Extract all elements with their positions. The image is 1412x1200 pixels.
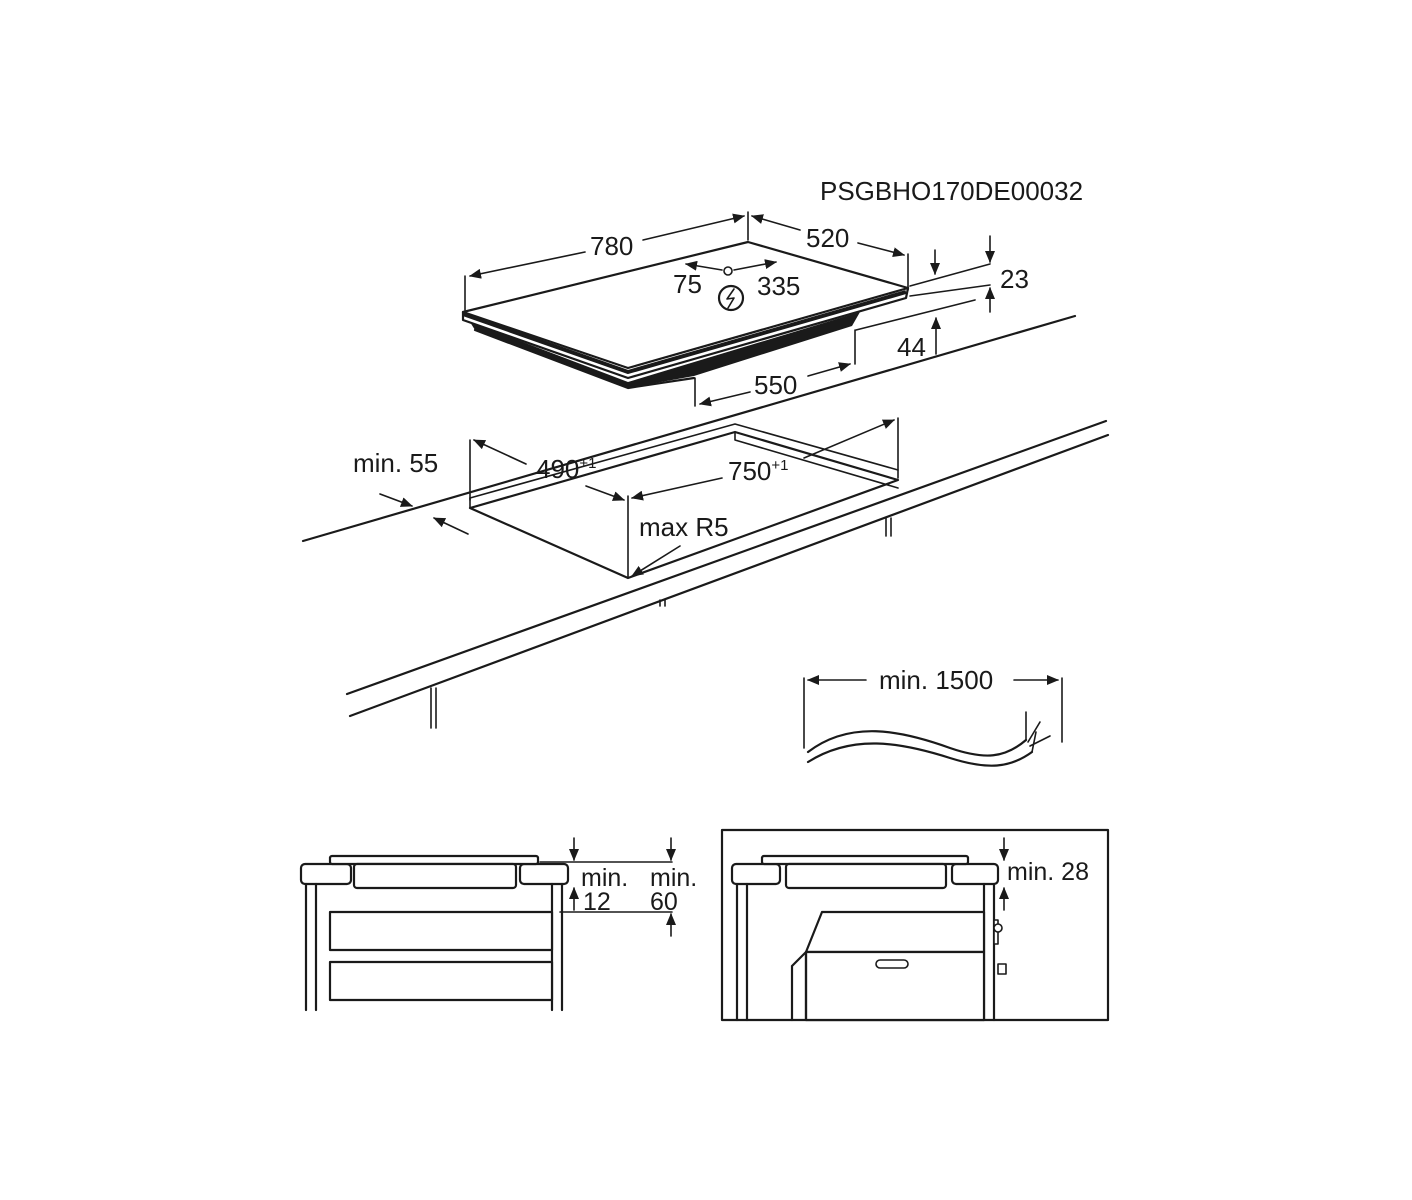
dim-total-height: 44 [855,299,976,362]
dim-cutout-depth: 490+1 [473,439,625,501]
svg-text:min. 55: min. 55 [353,448,438,478]
cable-drawing: min. 1500 [803,665,1063,767]
svg-text:min. 1500: min. 1500 [879,665,993,695]
svg-text:min.: min. [581,864,628,892]
dim-hob-depth: 520 [751,214,909,291]
svg-text:335: 335 [757,271,800,301]
svg-text:44: 44 [897,332,926,362]
svg-text:750+1: 750+1 [728,456,789,486]
hob-drawing [461,240,910,390]
electric-connection-icon [717,284,745,312]
worktop-drawing [301,314,1110,729]
dim-glass-thickness: 23 [909,235,1029,313]
svg-text:min. 28: min. 28 [1007,858,1089,886]
svg-text:max R5: max R5 [639,512,729,542]
svg-text:12: 12 [583,888,611,916]
dim-front-margin: min. 55 [353,448,469,535]
svg-text:520: 520 [806,223,849,253]
svg-text:23: 23 [1000,264,1029,294]
dim-hob-width: 780 [464,211,749,311]
svg-text:550: 550 [754,370,797,400]
svg-text:60: 60 [650,888,678,916]
oven-installation: min. 28 [720,828,1110,1022]
svg-text:490+1: 490+1 [536,454,597,484]
connection-point [723,266,733,276]
svg-text:75: 75 [673,269,702,299]
drawer-installation: min. 12 min. 60 [299,837,697,1012]
product-code: PSGBHO170DE00032 [820,176,1083,206]
dim-cutout-radius: max R5 [631,512,729,577]
dim-bottom-width: 550 [694,329,856,407]
dim-cutout-width: 750+1 [631,419,895,501]
dim-connection-position: 75 335 [673,259,800,301]
svg-text:780: 780 [590,231,633,261]
svg-text:min.: min. [650,864,697,892]
